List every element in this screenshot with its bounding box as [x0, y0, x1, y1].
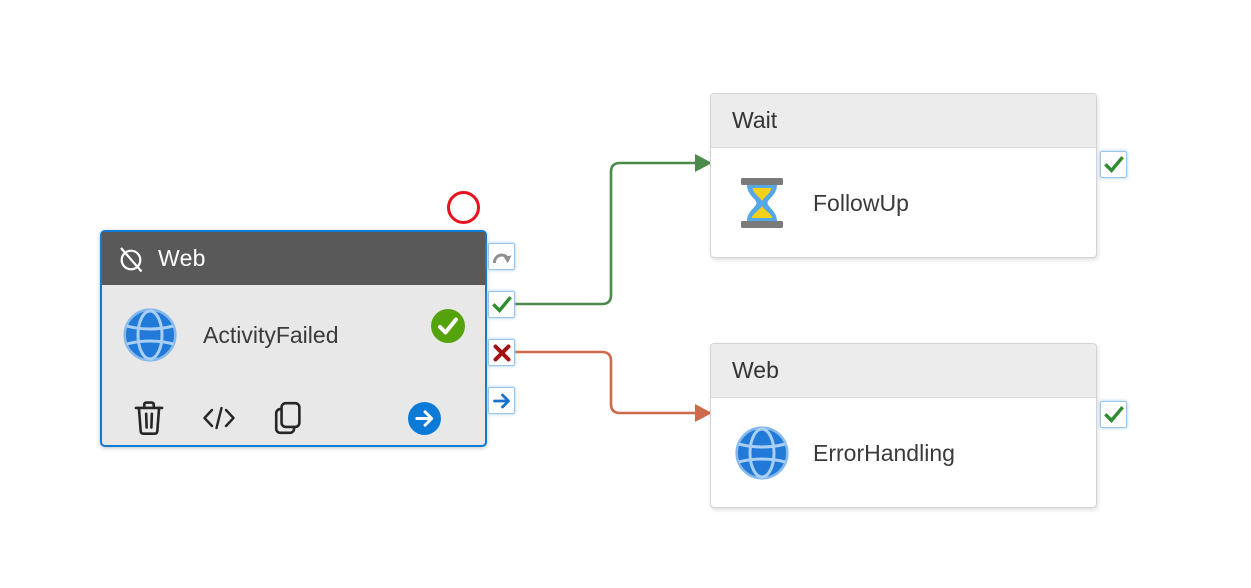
- errorhandling-success-port[interactable]: [1100, 401, 1127, 428]
- code-icon[interactable]: [201, 404, 237, 432]
- success-port-icon: [1103, 405, 1124, 423]
- activity-name: FollowUp: [813, 189, 909, 216]
- annotation-circle: [447, 191, 480, 224]
- wait-header[interactable]: Wait: [711, 94, 1096, 148]
- status-succeeded-icon: [431, 309, 465, 343]
- fail-port-icon: [493, 344, 510, 361]
- activity-name: ErrorHandling: [813, 439, 955, 466]
- edge-fail[interactable]: [515, 350, 712, 422]
- completion-port[interactable]: [488, 387, 515, 414]
- skip-port-icon: [493, 253, 512, 263]
- fail-port[interactable]: [488, 339, 515, 366]
- activity-node-followup[interactable]: Wait FollowUp: [710, 93, 1097, 258]
- activity-node-errorhandling[interactable]: Web ErrorHandling: [710, 343, 1097, 508]
- hourglass-icon: [734, 175, 790, 231]
- edge-success[interactable]: [515, 154, 712, 306]
- delete-icon[interactable]: [132, 399, 166, 437]
- open-arrow-icon[interactable]: [408, 401, 441, 435]
- followup-success-port[interactable]: [1100, 151, 1127, 178]
- activity-name: ActivityFailed: [203, 321, 339, 348]
- web-header[interactable]: Web: [711, 344, 1096, 398]
- globe-icon: [734, 425, 790, 481]
- deactivated-icon: [116, 244, 146, 274]
- completion-port-icon: [492, 393, 510, 408]
- activity-toolbar: [132, 398, 441, 438]
- activity-node-activityfailed[interactable]: Web ActivityFailed: [100, 230, 487, 447]
- web-body: ErrorHandling: [711, 398, 1096, 508]
- skip-port[interactable]: [488, 243, 515, 270]
- activity-name-row: ActivityFailed: [102, 307, 485, 363]
- clone-icon[interactable]: [272, 399, 303, 437]
- wait-body: FollowUp: [711, 148, 1096, 258]
- globe-icon: [122, 307, 178, 363]
- activity-type-label: Wait: [732, 107, 778, 133]
- success-port[interactable]: [488, 291, 515, 318]
- activity-type-label: Web: [732, 357, 779, 383]
- success-port-icon: [491, 295, 512, 313]
- activity-header[interactable]: Web: [102, 232, 485, 285]
- success-port-icon: [1103, 155, 1124, 173]
- activity-type-label: Web: [158, 245, 206, 271]
